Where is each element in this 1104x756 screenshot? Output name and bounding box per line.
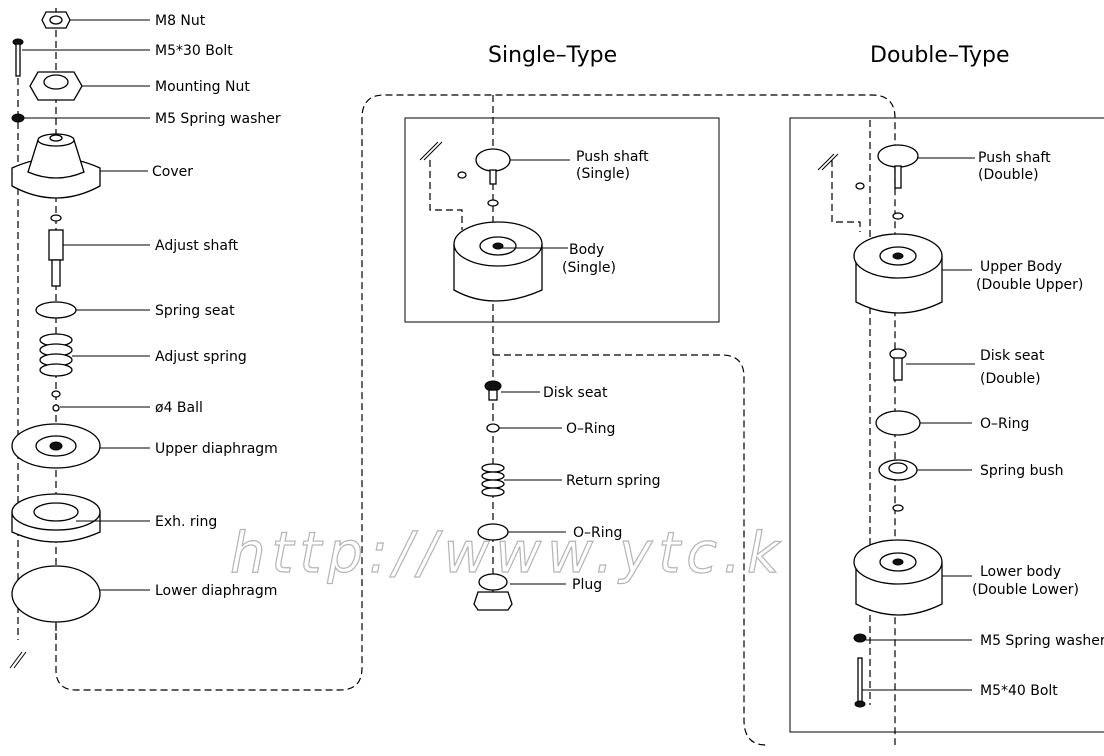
double-body-frame bbox=[789, 117, 1104, 733]
double-labels: Push shaft (Double) Upper Body (Double U… bbox=[862, 150, 1104, 699]
label-m8-nut: M8 Nut bbox=[155, 13, 206, 29]
label-o-ring-double: O–Ring bbox=[980, 416, 1029, 432]
label-push-shaft-single: Push shaft bbox=[576, 149, 649, 165]
label-spring-seat: Spring seat bbox=[155, 303, 235, 319]
single-washer bbox=[487, 199, 499, 207]
label-m5-spring-washer: M5 Spring washer bbox=[155, 111, 281, 127]
m5-spring-washer-part bbox=[11, 113, 25, 123]
m5-spring-washer-2-part bbox=[853, 633, 867, 643]
disk-seat-double-part bbox=[889, 348, 907, 381]
label-upper-diaphragm: Upper diaphragm bbox=[155, 441, 278, 457]
single-body-frame bbox=[404, 117, 720, 323]
label-lower-body: Lower body bbox=[980, 564, 1061, 580]
upper-diaphragm-part bbox=[11, 423, 101, 469]
label-o-ring-2: O–Ring bbox=[573, 525, 622, 541]
m5x30-bolt-part bbox=[12, 38, 24, 77]
spring-seat-part bbox=[35, 301, 77, 319]
upper-body-part bbox=[853, 233, 943, 314]
label-push-shaft-double: Push shaft bbox=[978, 150, 1051, 166]
lower-diaphragm-part bbox=[11, 565, 101, 623]
sublabel-lower-body: (Double Lower) bbox=[972, 582, 1079, 598]
exh-ring-part bbox=[11, 493, 101, 543]
label-disk-seat-double: Disk seat bbox=[980, 348, 1045, 364]
label-cover: Cover bbox=[152, 164, 193, 180]
ball-part bbox=[52, 404, 60, 412]
label-spring-bush: Spring bush bbox=[980, 463, 1064, 479]
double-washer bbox=[892, 212, 904, 220]
break-marks bbox=[9, 141, 839, 669]
assembly-dash-lines bbox=[17, 8, 896, 746]
cover-part bbox=[11, 133, 101, 199]
adjust-shaft-part bbox=[48, 229, 64, 287]
label-mounting-nut: Mounting Nut bbox=[155, 79, 250, 95]
label-exh-ring: Exh. ring bbox=[155, 514, 217, 530]
push-shaft-double-part bbox=[877, 144, 919, 189]
sublabel-upper-body: (Double Upper) bbox=[976, 277, 1083, 293]
label-m5-spring-washer-2: M5 Spring washer bbox=[980, 633, 1104, 649]
disk-seat-part bbox=[484, 380, 502, 401]
label-disk-seat: Disk seat bbox=[543, 385, 608, 401]
sublabel-disk-seat-double: (Double) bbox=[980, 371, 1041, 387]
label-ball: ø4 Ball bbox=[155, 400, 203, 416]
double-type-title: Double–Type bbox=[870, 43, 1010, 68]
double-small-washer bbox=[855, 182, 865, 190]
sublabel-push-shaft-double: (Double) bbox=[978, 167, 1039, 183]
washer-part bbox=[51, 390, 61, 398]
push-shaft-single-part bbox=[475, 148, 511, 185]
label-body-single: Body bbox=[569, 242, 604, 258]
label-plug: Plug bbox=[572, 577, 602, 593]
o-ring-double-part bbox=[875, 410, 921, 436]
double-washer-2 bbox=[892, 504, 904, 512]
sublabel-push-shaft-single: (Single) bbox=[576, 166, 630, 182]
adjust-spring-part bbox=[39, 333, 73, 377]
label-m5x30-bolt: M5*30 Bolt bbox=[155, 43, 233, 59]
label-adjust-shaft: Adjust shaft bbox=[155, 238, 239, 254]
spring-bush-part bbox=[878, 459, 918, 481]
m8-nut-part bbox=[41, 11, 71, 29]
label-adjust-spring: Adjust spring bbox=[155, 349, 247, 365]
label-o-ring-1: O–Ring bbox=[566, 421, 615, 437]
return-spring-part bbox=[481, 463, 505, 497]
single-type-title: Single–Type bbox=[488, 43, 617, 68]
label-m5x40-bolt: M5*40 Bolt bbox=[980, 683, 1058, 699]
single-small-washer bbox=[457, 171, 467, 179]
left-labels: M8 Nut M5*30 Bolt Mounting Nut M5 Spring… bbox=[22, 13, 281, 599]
o-ring-1-part bbox=[486, 423, 500, 433]
m5x40-bolt-part bbox=[854, 657, 866, 708]
lower-body-part bbox=[853, 539, 943, 616]
plug-part bbox=[473, 573, 513, 611]
o-ring-2-part bbox=[477, 523, 509, 541]
label-return-spring: Return spring bbox=[566, 473, 661, 489]
mounting-nut-part bbox=[29, 71, 83, 101]
small-washer-part bbox=[50, 214, 62, 222]
body-single-part bbox=[453, 221, 543, 302]
sublabel-body-single: (Single) bbox=[562, 260, 616, 276]
label-lower-diaphragm: Lower diaphragm bbox=[155, 583, 277, 599]
label-upper-body: Upper Body bbox=[980, 259, 1062, 275]
single-labels: Push shaft (Single) Body (Single) Disk s… bbox=[499, 149, 661, 593]
